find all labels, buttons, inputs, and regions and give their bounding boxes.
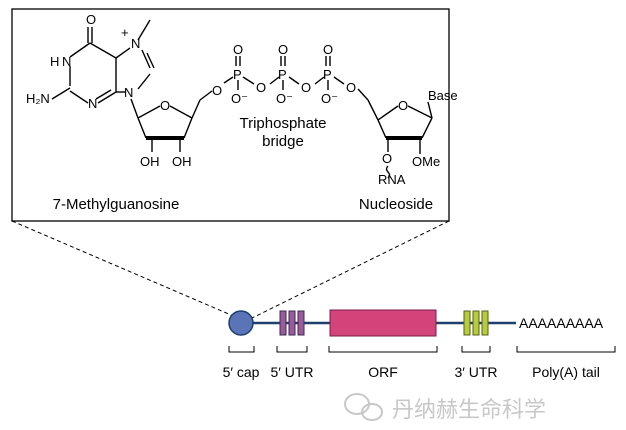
n7-charge: + bbox=[121, 25, 129, 40]
carbonyl-oxygen: O bbox=[86, 12, 96, 27]
phosphorus-3: P bbox=[323, 67, 332, 82]
methylguanosine-label: 7-Methylguanosine bbox=[53, 196, 180, 213]
watermark-text: 丹纳赫生命科学 bbox=[392, 397, 546, 422]
oh-left: OH bbox=[140, 154, 160, 169]
amine-label: H₂N bbox=[26, 91, 50, 106]
phosphorus-2: P bbox=[278, 67, 287, 82]
sugar-oxygen-right: O bbox=[398, 98, 408, 113]
utr3-bar-2 bbox=[472, 310, 480, 336]
bridge-oxygen-1: O bbox=[212, 83, 222, 98]
watermark: 丹纳赫生命科学 bbox=[344, 393, 546, 422]
ome-label: OMe bbox=[412, 154, 440, 169]
label-utr5: 5′ UTR bbox=[270, 364, 313, 380]
ring-nitrogen: N bbox=[88, 96, 97, 111]
methylguanosine-structure bbox=[51, 19, 213, 152]
polya-sequence: AAAAAAAAA bbox=[519, 315, 604, 331]
triphosphate-label-1: Triphosphate bbox=[240, 115, 327, 132]
nh-hydrogen: H bbox=[50, 54, 59, 69]
base-label: Base bbox=[428, 88, 458, 103]
bridge-oxygen-2: O bbox=[256, 80, 266, 95]
structure-captions: Triphosphate bridge 7-Methylguanosine Nu… bbox=[53, 115, 433, 213]
p2-oxo: O bbox=[278, 42, 288, 57]
triphosphate-structure bbox=[223, 56, 345, 90]
utr3-bar-3 bbox=[481, 310, 489, 336]
label-orf: ORF bbox=[368, 364, 398, 380]
p3-ominus: O⁻ bbox=[321, 91, 338, 106]
n9-nitrogen: N bbox=[124, 85, 133, 100]
n7-nitrogen: N bbox=[131, 36, 140, 51]
bridge-oxygen-4: O bbox=[346, 80, 356, 95]
label-polya: Poly(A) tail bbox=[532, 364, 600, 380]
nucleoside-structure bbox=[357, 88, 433, 179]
cap-circle bbox=[228, 310, 254, 336]
structure-box bbox=[11, 8, 450, 222]
utr5-bar-1 bbox=[279, 310, 287, 336]
nucleoside-label: Nucleoside bbox=[359, 196, 433, 213]
rna-label: RNA bbox=[378, 172, 406, 187]
bridge-oxygen-3: O bbox=[301, 80, 311, 95]
orf-box bbox=[329, 309, 437, 337]
p1-oxo: O bbox=[233, 42, 243, 57]
phosphorus-1: P bbox=[233, 67, 242, 82]
p3-oxo: O bbox=[323, 42, 333, 57]
p2-ominus: O⁻ bbox=[276, 91, 293, 106]
label-cap: 5′ cap bbox=[223, 364, 260, 380]
oh-right: OH bbox=[172, 154, 192, 169]
mrna-schematic: AAAAAAAAA bbox=[228, 309, 604, 337]
triphosphate-label-2: bridge bbox=[262, 133, 304, 150]
nh-label: N bbox=[62, 54, 71, 69]
atom-labels: O N H N H₂N N + N O OH OH O P O O⁻ O P O… bbox=[26, 12, 458, 187]
utr3-bar-1 bbox=[463, 310, 471, 336]
utr5-bar-2 bbox=[288, 310, 296, 336]
p1-ominus: O⁻ bbox=[231, 91, 248, 106]
label-utr3: 3′ UTR bbox=[454, 364, 497, 380]
zoom-lines bbox=[11, 220, 450, 319]
segment-brackets bbox=[228, 346, 616, 353]
rna-oxygen: O bbox=[382, 151, 392, 166]
segment-labels: 5′ cap 5′ UTR ORF 3′ UTR Poly(A) tail bbox=[223, 364, 600, 380]
wechat-icon bbox=[344, 393, 383, 421]
utr5-bar-3 bbox=[297, 310, 305, 336]
sugar-oxygen-left: O bbox=[160, 98, 170, 113]
